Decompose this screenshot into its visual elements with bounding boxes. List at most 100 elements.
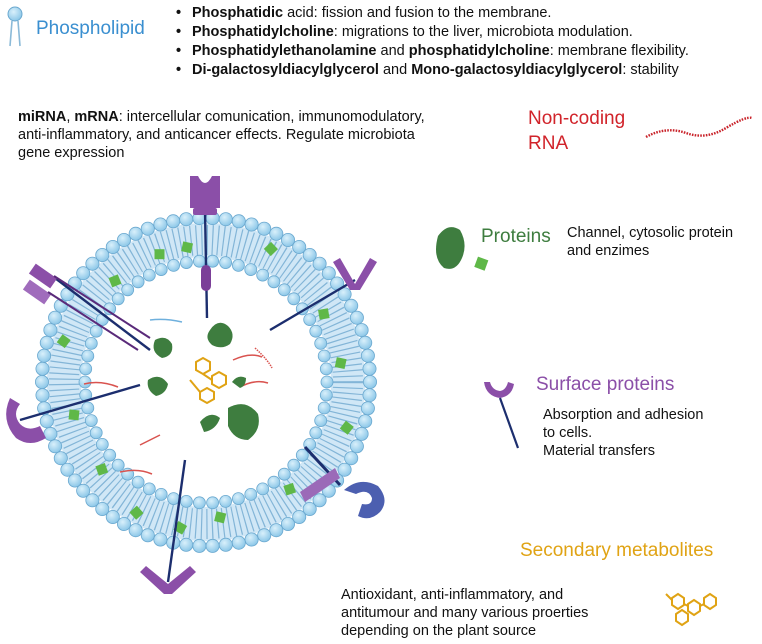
lipid-head (206, 254, 220, 268)
lipid-head (140, 221, 155, 236)
lipid-head (39, 414, 54, 429)
lipid-head (81, 401, 95, 415)
lipid-head (35, 388, 50, 403)
lipid-head (95, 437, 109, 451)
lipid-head (35, 374, 50, 389)
lipid-head (53, 451, 68, 466)
list-item: Di-galactosyldiacylglycerol and Mono-gal… (174, 61, 689, 80)
lipid-head (192, 496, 206, 510)
lipid-head (111, 458, 125, 472)
lipid-head (320, 375, 334, 389)
lipid-head (267, 275, 281, 289)
lipid-head (89, 324, 103, 338)
lipid-head (85, 493, 100, 508)
lipid-head (179, 494, 193, 508)
lipid-head (167, 258, 181, 272)
membrane-protein (263, 241, 278, 257)
lipid-head (244, 532, 259, 547)
lipid-head (78, 375, 92, 389)
lipid-head (354, 426, 369, 441)
surface-proteins-description: Absorption and adhesion to cells. Materi… (543, 407, 704, 459)
lipid-head (277, 467, 291, 481)
lipid-head (269, 523, 284, 538)
lipid-head (84, 336, 98, 350)
membrane-protein (334, 357, 347, 370)
lipid-head (244, 263, 258, 277)
lipid-head (287, 458, 301, 472)
lipid-head (319, 388, 333, 402)
lipid-head (43, 426, 58, 441)
lipid-head (354, 323, 369, 338)
lipid-head (358, 335, 373, 350)
lipid-head (142, 268, 156, 282)
lipid-head (84, 414, 98, 428)
lipid-head (105, 509, 120, 524)
proteins-description: Channel, cytosolic protein and enzimes (567, 225, 734, 259)
metabolites-title: Secondary metabolites (520, 540, 714, 561)
lipid-head (103, 448, 117, 462)
lipid-head (358, 414, 373, 429)
list-item: Phosphatidylethanolamine and phosphatidy… (174, 42, 689, 61)
lipid-head (167, 492, 181, 506)
lipid-head (179, 537, 194, 552)
lipid-head (43, 323, 58, 338)
lipid-head (344, 298, 359, 313)
lipid-head (231, 214, 246, 229)
lipid-head (67, 473, 82, 488)
lipid-head (314, 336, 328, 350)
lipid-head (360, 348, 375, 363)
lipid-head (349, 439, 364, 454)
lipid-head (312, 493, 327, 508)
lipid-head (257, 221, 272, 236)
membrane-protein (68, 409, 80, 421)
lipid-head (35, 361, 50, 376)
lipid-head (314, 414, 328, 428)
membrane-protein (214, 511, 227, 524)
lipid-head (280, 232, 295, 247)
metabolites-description: Antioxidant, anti-inflammatory, and anti… (341, 587, 589, 639)
lipid-head (131, 275, 145, 289)
lipid-head (117, 517, 132, 532)
membrane-proteins (56, 241, 354, 535)
lipid-head (37, 348, 52, 363)
lipid-head (131, 475, 145, 489)
protein-legend-icon (436, 227, 489, 271)
lipid-head (79, 362, 93, 376)
lipid-head (219, 256, 233, 270)
lipid-head (267, 475, 281, 489)
lipid-head (302, 247, 317, 262)
lipid-head (362, 388, 377, 403)
lipid-head (205, 538, 220, 553)
lipid-head (292, 239, 307, 254)
lipid-head (192, 254, 206, 268)
rna-strand-icon (645, 116, 753, 139)
transmembrane-proteins (19, 209, 356, 583)
lipid-head (317, 401, 331, 415)
membrane-protein (339, 420, 354, 435)
rna-description: miRNA, mRNA: intercellular comunication,… (18, 109, 425, 161)
lipid-head (128, 523, 143, 538)
proteins-title: Proteins (481, 226, 551, 247)
lipid-head (244, 487, 258, 501)
lipid-head (219, 494, 233, 508)
lipid-head (303, 313, 317, 327)
membrane-protein (181, 241, 194, 254)
rna-title: Non-coding RNA (528, 108, 626, 154)
lipid-head (362, 374, 377, 389)
lipid-head (312, 256, 327, 271)
membrane-protein (56, 334, 71, 349)
lipid-head (292, 509, 307, 524)
lipid-head (89, 426, 103, 440)
phospholipid-title: Phospholipid (36, 18, 145, 39)
lipid-head (153, 217, 168, 232)
lipid-head (95, 501, 110, 516)
lipid-head (60, 462, 75, 477)
lipid-head (360, 401, 375, 416)
lipid-head (95, 247, 110, 262)
lipid-head (117, 232, 132, 247)
lipid-head (280, 517, 295, 532)
lipid-head (256, 482, 270, 496)
lipid-head (192, 538, 207, 553)
lipid-head (302, 501, 317, 516)
lipid-head (295, 448, 309, 462)
